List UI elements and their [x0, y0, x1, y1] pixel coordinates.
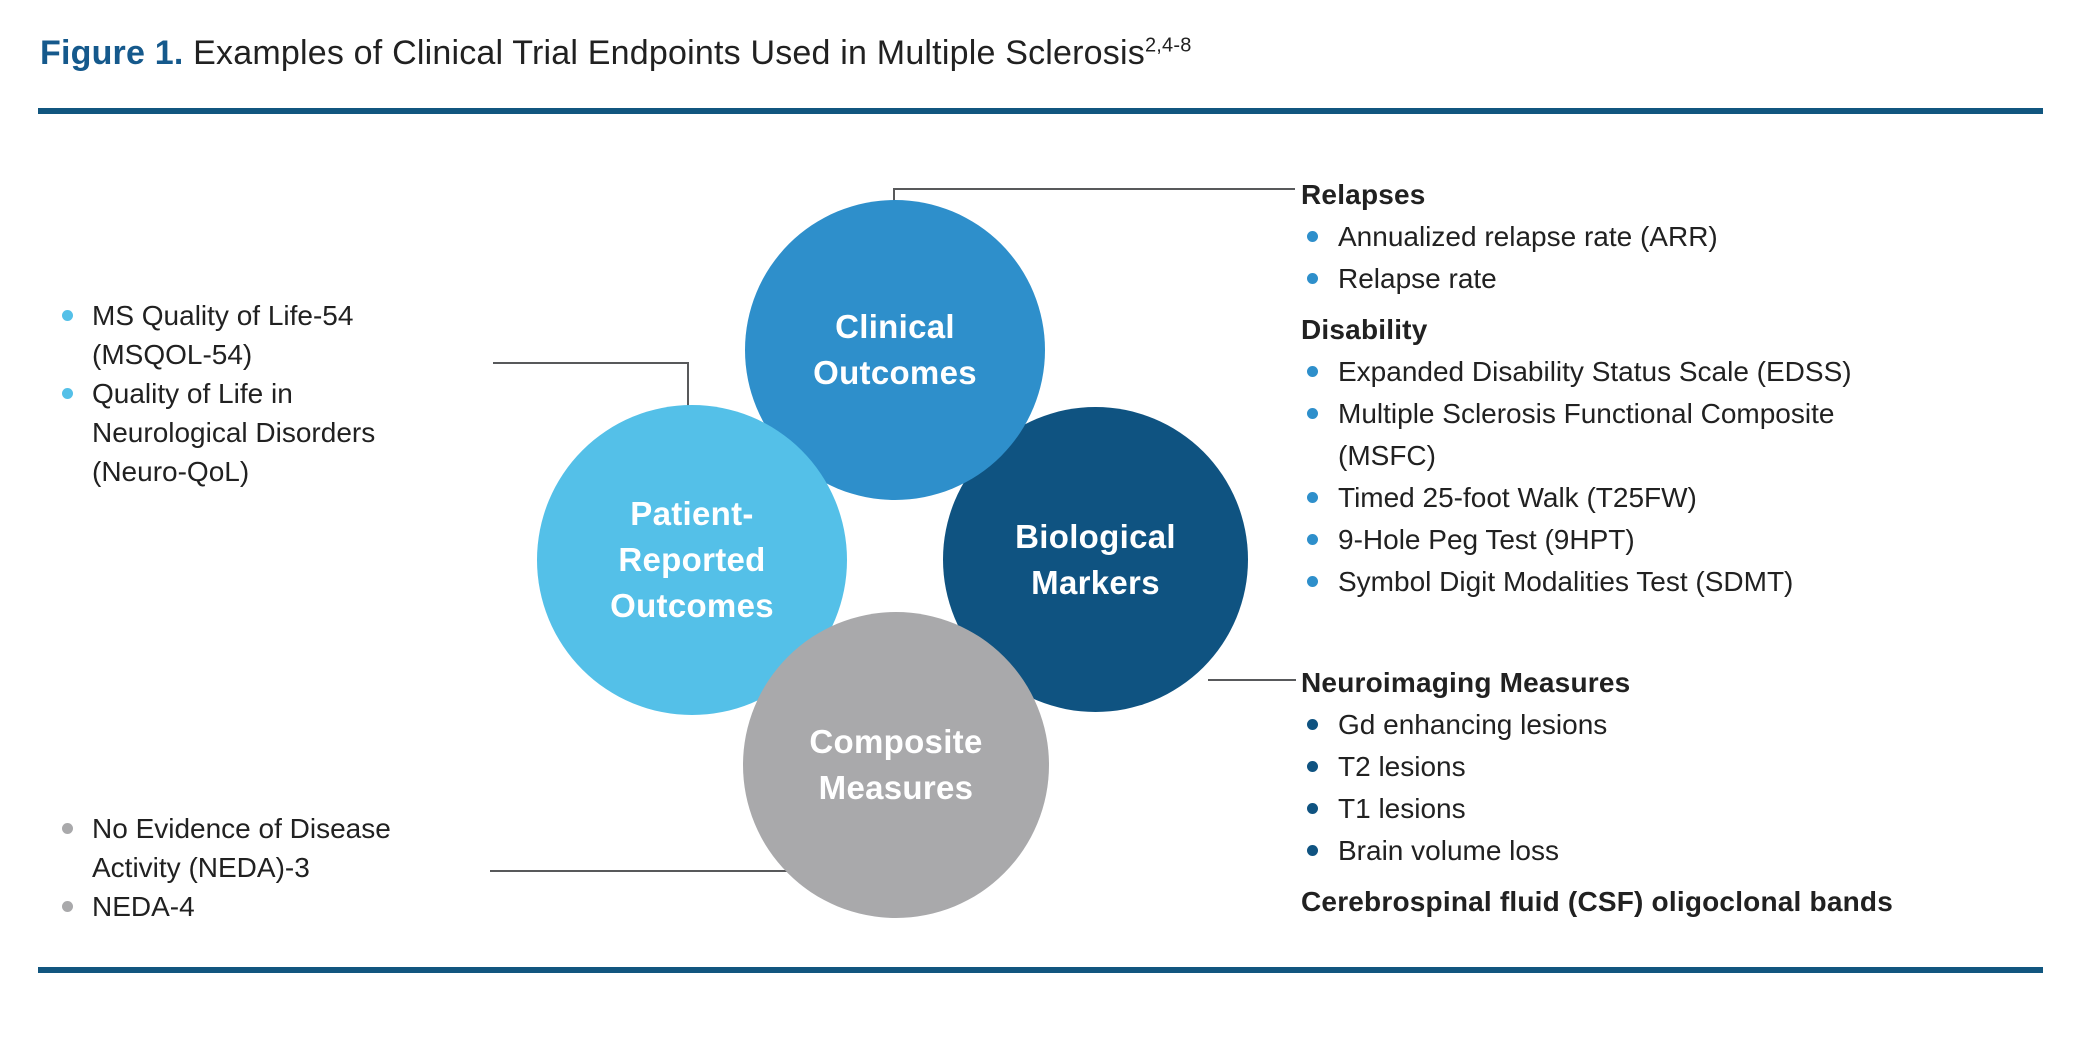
patient-reported-outcomes-list: MS Quality of Life-54 (MSQOL-54) Quality…	[58, 296, 418, 491]
bullet-dot-icon	[1307, 576, 1318, 587]
list-item: Multiple Sclerosis Functional Composite …	[1301, 393, 1961, 477]
section-heading-neuroimaging: Neuroimaging Measures	[1301, 667, 1631, 698]
figure-title: Figure 1. Examples of Clinical Trial End…	[40, 34, 1192, 73]
bullet-dot-icon	[62, 901, 73, 912]
section-heading-disability: Disability	[1301, 314, 1428, 345]
list-item-text: Relapse rate	[1338, 263, 1497, 294]
list-item-text: Expanded Disability Status Scale (EDSS)	[1338, 356, 1852, 387]
list-item: Gd enhancing lesions	[1301, 704, 1961, 746]
top-rule-divider	[38, 108, 2043, 114]
bullet-dot-icon	[1307, 273, 1318, 284]
list-item-text: No Evidence of Disease Activity (NEDA)-3	[92, 813, 391, 883]
bullet-dot-icon	[1307, 845, 1318, 856]
section-heading-csf: Cerebrospinal fluid (CSF) oligoclonal ba…	[1301, 886, 1893, 917]
list-item: No Evidence of Disease Activity (NEDA)-3	[58, 809, 418, 887]
connector-patient-to-qol-list	[493, 362, 689, 364]
bullet-dot-icon	[1307, 719, 1318, 730]
list-item: T2 lesions	[1301, 746, 1961, 788]
list-item: NEDA-4	[58, 887, 418, 926]
connector-patient-stub	[687, 362, 689, 408]
list-item-text: MS Quality of Life-54 (MSQOL-54)	[92, 300, 354, 370]
bullet-dot-icon	[62, 388, 73, 399]
bottom-rule-divider	[38, 967, 2043, 973]
list-item: 9-Hole Peg Test (9HPT)	[1301, 519, 1961, 561]
connector-clinical-to-relapses	[893, 188, 1295, 190]
circle-composite-measures-label: Composite Measures	[809, 723, 983, 806]
list-item: Quality of Life in Neurological Disorder…	[58, 374, 418, 491]
bullet-dot-icon	[1307, 492, 1318, 503]
circle-clinical-outcomes-label: Clinical Outcomes	[813, 308, 977, 391]
list-item: T1 lesions	[1301, 788, 1961, 830]
list-item: Annualized relapse rate (ARR)	[1301, 216, 1961, 258]
bullet-dot-icon	[1307, 803, 1318, 814]
list-item: Relapse rate	[1301, 258, 1961, 300]
list-item-text: NEDA-4	[92, 891, 195, 922]
list-item: Brain volume loss	[1301, 830, 1961, 872]
bullet-dot-icon	[1307, 231, 1318, 242]
figure-title-text: Examples of Clinical Trial Endpoints Use…	[193, 34, 1145, 72]
list-item-text: Symbol Digit Modalities Test (SDMT)	[1338, 566, 1794, 597]
section-heading-relapses: Relapses	[1301, 179, 1426, 210]
circle-biological-markers-label: Biological Markers	[1015, 517, 1176, 601]
bullet-dot-icon	[1307, 534, 1318, 545]
list-item-text: Multiple Sclerosis Functional Composite …	[1338, 398, 1835, 471]
figure-title-superscript: 2,4-8	[1144, 34, 1192, 57]
list-item-text: Gd enhancing lesions	[1338, 709, 1608, 740]
list-item-text: 9-Hole Peg Test (9HPT)	[1338, 524, 1635, 555]
bullet-dot-icon	[1307, 408, 1318, 419]
connector-clinical-stub	[893, 188, 895, 206]
list-item-text: T1 lesions	[1338, 793, 1466, 824]
circle-composite-measures: Composite Measures	[743, 612, 1049, 918]
list-item: Symbol Digit Modalities Test (SDMT)	[1301, 561, 1961, 603]
list-item-text: Timed 25-foot Walk (T25FW)	[1338, 482, 1697, 513]
list-item-text: T2 lesions	[1338, 751, 1466, 782]
list-item-text: Brain volume loss	[1338, 835, 1559, 866]
bullet-dot-icon	[62, 823, 73, 834]
list-item: Timed 25-foot Walk (T25FW)	[1301, 477, 1961, 519]
bullet-dot-icon	[62, 310, 73, 321]
connector-biological-to-neuroimaging	[1208, 679, 1296, 681]
composite-measures-list: No Evidence of Disease Activity (NEDA)-3…	[58, 809, 418, 926]
figure-label: Figure 1.	[40, 34, 184, 72]
bullet-dot-icon	[1307, 366, 1318, 377]
list-item: Expanded Disability Status Scale (EDSS)	[1301, 351, 1961, 393]
right-endpoint-column: Relapses Annualized relapse rate (ARR) R…	[1301, 174, 1961, 923]
list-item-text: Annualized relapse rate (ARR)	[1338, 221, 1718, 252]
list-item: MS Quality of Life-54 (MSQOL-54)	[58, 296, 418, 374]
circle-patient-reported-outcomes-label: Patient- Reported Outcomes	[610, 495, 774, 624]
connector-composite-to-neda-list	[490, 870, 790, 872]
bullet-dot-icon	[1307, 761, 1318, 772]
list-item-text: Quality of Life in Neurological Disorder…	[92, 378, 376, 487]
